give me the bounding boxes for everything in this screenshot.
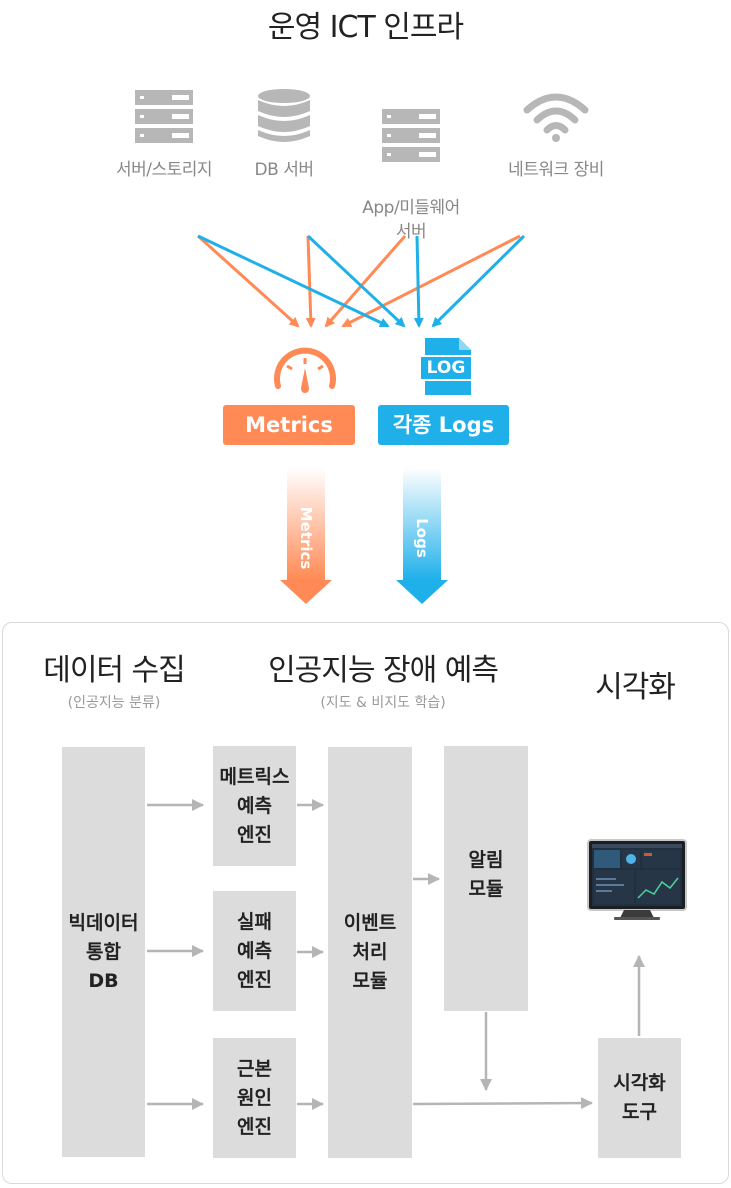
device-label: DB 서버 (254, 160, 314, 180)
log-icon-text: LOG (426, 358, 466, 378)
gauge-icon (274, 347, 336, 393)
metrics-flow-arrow (280, 468, 332, 604)
device-server-storage: 서버/스토리지 (89, 88, 239, 182)
metrics-label: Metrics (223, 405, 355, 445)
logs-arrow-text: Logs (413, 518, 431, 558)
logs-label: 각종 Logs (378, 405, 509, 445)
database-icon (258, 89, 310, 142)
infrastructure-title: 운영 ICT 인프라 (267, 10, 464, 45)
bigdata-db-block: 빅데이터 통합 DB (62, 747, 145, 1157)
device-label: 네트워크 장비 (508, 160, 604, 180)
server-icon (135, 90, 193, 143)
visualization-tool: 시각화 도구 (598, 1038, 681, 1158)
event-processing-module: 이벤트 처리 모듈 (328, 747, 412, 1158)
device-db-server: DB 서버 (209, 88, 359, 182)
section-subtitle-ai-prediction: (지도 & 비지도 학습) (320, 695, 446, 711)
log-file-icon (419, 338, 473, 395)
metrics-arrow-text: Metrics (297, 506, 315, 570)
collection-arrows (196, 234, 526, 604)
alarm-module: 알림 모듈 (444, 746, 528, 1011)
device-app-middleware-server: App/미들웨어 서버 (336, 88, 486, 263)
device-network: 네트워크 장비 (481, 88, 631, 182)
platform-panel (2, 622, 729, 1184)
metrics-prediction-engine: 메트릭스 예측 엔진 (213, 746, 296, 866)
failure-prediction-engine: 실패 예측 엔진 (213, 891, 296, 1011)
section-title-visualization: 시각화 (595, 670, 676, 705)
root-cause-engine: 근본 원인 엔진 (213, 1038, 296, 1158)
section-subtitle-data-collection: (인공지능 분류) (67, 695, 161, 711)
monitor-dashboard-icon (587, 839, 687, 920)
wifi-icon (523, 93, 589, 142)
device-label: App/미들웨어 서버 (362, 198, 460, 242)
device-label: 서버/스토리지 (115, 160, 213, 180)
section-title-data-collection: 데이터 수집 (43, 653, 186, 688)
server-icon (382, 109, 440, 162)
logs-flow-arrow (396, 468, 448, 604)
section-title-ai-prediction: 인공지능 장애 예측 (268, 653, 499, 688)
